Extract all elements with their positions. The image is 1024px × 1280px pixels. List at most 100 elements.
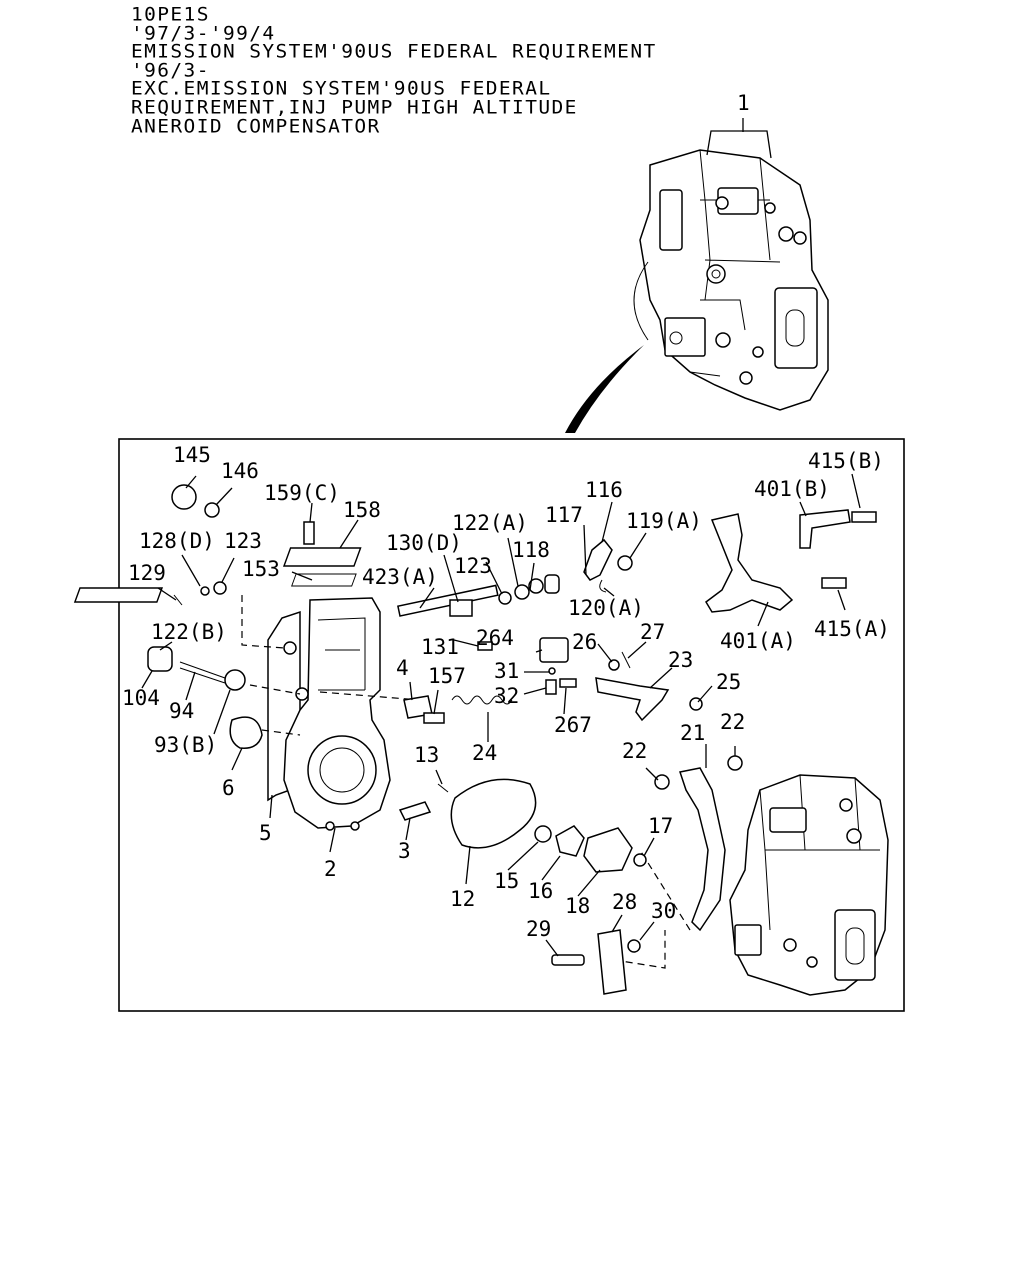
callout-264: 264: [476, 626, 514, 650]
callout-157: 157: [428, 664, 466, 688]
header-line-model: 10PE1S: [131, 3, 210, 26]
callout-4: 4: [396, 656, 409, 680]
callout-267: 267: [554, 713, 592, 737]
ring-123a: [213, 581, 227, 595]
callout-104: 104: [122, 686, 160, 710]
bracket-401b: [799, 509, 851, 549]
header-line-aneroid: ANEROID COMPENSATOR: [131, 114, 381, 137]
callout-5: 5: [259, 821, 272, 845]
washer-146: [204, 502, 220, 518]
callout-28: 28: [612, 890, 637, 914]
callout-26: 26: [572, 630, 597, 654]
ring-15: [534, 825, 552, 843]
callout-423a: 423(A): [362, 565, 438, 589]
callout-158: 158: [343, 498, 381, 522]
callout-119a: 119(A): [626, 509, 702, 533]
callout-21: 21: [680, 721, 705, 745]
assembly-line-bottom: [601, 849, 691, 969]
gasket-153: [291, 573, 357, 587]
callout-131: 131: [421, 635, 459, 659]
flyweight-12: [450, 778, 537, 849]
callout-12: 12: [450, 887, 475, 911]
pin-267: [559, 678, 577, 688]
spring-27: [621, 651, 631, 669]
callout-23: 23: [668, 648, 693, 672]
pointer-wedge: [565, 345, 644, 433]
callout-415b: 415(B): [808, 449, 884, 473]
bolt-415a: [821, 577, 847, 589]
callout-116: 116: [585, 478, 623, 502]
shaft-423a: [397, 584, 499, 617]
callout-29: 29: [526, 917, 551, 941]
callout-93b: 93(B): [154, 733, 217, 757]
bolt-32: [545, 679, 557, 695]
nut-104: [147, 646, 173, 672]
bolt-3: [398, 801, 432, 821]
nut-93b: [224, 669, 246, 691]
callout-122b: 122(B): [151, 620, 227, 644]
callout-31: 31: [494, 659, 519, 683]
sleeve-16: [555, 825, 585, 857]
callout-3: 3: [398, 839, 411, 863]
callout-2: 2: [324, 857, 337, 881]
block-264: [539, 637, 569, 663]
callout-94: 94: [169, 699, 194, 723]
callout-117: 117: [545, 503, 583, 527]
governor-housing: [73, 587, 391, 831]
leader-lines: [141, 473, 861, 957]
callout-146: 146: [221, 459, 259, 483]
callout-25: 25: [716, 670, 741, 694]
washer-22b: [727, 755, 743, 771]
callout-145: 145: [173, 443, 211, 467]
bolt-159c: [303, 521, 315, 545]
callout-123b: 123: [454, 554, 492, 578]
callout-159c: 159(C): [264, 481, 340, 505]
plug-145: [171, 484, 197, 510]
callout-22a: 22: [622, 739, 647, 763]
callout-6: 6: [222, 776, 235, 800]
callout-16: 16: [528, 879, 553, 903]
callout-22b: 22: [720, 710, 745, 734]
ring-17: [633, 853, 647, 867]
callout-27: 27: [640, 620, 665, 644]
callout-122a: 122(A): [452, 511, 528, 535]
header-line-exc-emission: EXC.EMISSION SYSTEM'90US FEDERAL: [131, 77, 552, 100]
callout-130d: 130(D): [386, 531, 462, 555]
spring-24: [451, 695, 513, 705]
callout-15: 15: [494, 869, 519, 893]
callout-line-1: [706, 118, 772, 159]
bracket-401a: [705, 513, 794, 613]
clip-13: [437, 783, 449, 793]
detail-frame: [118, 438, 905, 1012]
nut-119a: [617, 555, 633, 571]
lever-23: [595, 677, 670, 722]
callout-13: 13: [414, 743, 439, 767]
header-line-emission: EMISSION SYSTEM'90US FEDERAL REQUIREMENT: [131, 40, 657, 63]
lever-21: [679, 767, 726, 932]
sleeve-18: [583, 827, 633, 873]
callout-153: 153: [242, 557, 280, 581]
governor-assembly-top: [633, 149, 829, 411]
spring-pack-117-118: [498, 574, 560, 605]
clip-120a: [599, 579, 607, 593]
bolt-157: [423, 712, 445, 724]
lever-116: [583, 538, 613, 581]
callout-labels: 1 145 146 159(C) 158 128(D) 123 129 153 …: [122, 91, 890, 941]
callout-1: 1: [737, 91, 750, 115]
callout-30: 30: [651, 899, 676, 923]
callout-17: 17: [648, 814, 673, 838]
callout-18: 18: [565, 894, 590, 918]
callout-401b: 401(B): [754, 477, 830, 501]
header-line-date-range: '97/3-'99/4: [131, 21, 276, 44]
callout-32: 32: [494, 684, 519, 708]
header-line-date-from: '96/3-: [131, 58, 210, 81]
callout-24: 24: [472, 741, 497, 765]
washer-26: [608, 659, 620, 671]
pin-129: [173, 594, 183, 606]
washer-22a: [654, 774, 670, 790]
plate-28: [597, 929, 627, 995]
clip-30: [627, 939, 641, 953]
callout-128d: 128(D): [139, 529, 215, 553]
callout-401a: 401(A): [720, 629, 796, 653]
